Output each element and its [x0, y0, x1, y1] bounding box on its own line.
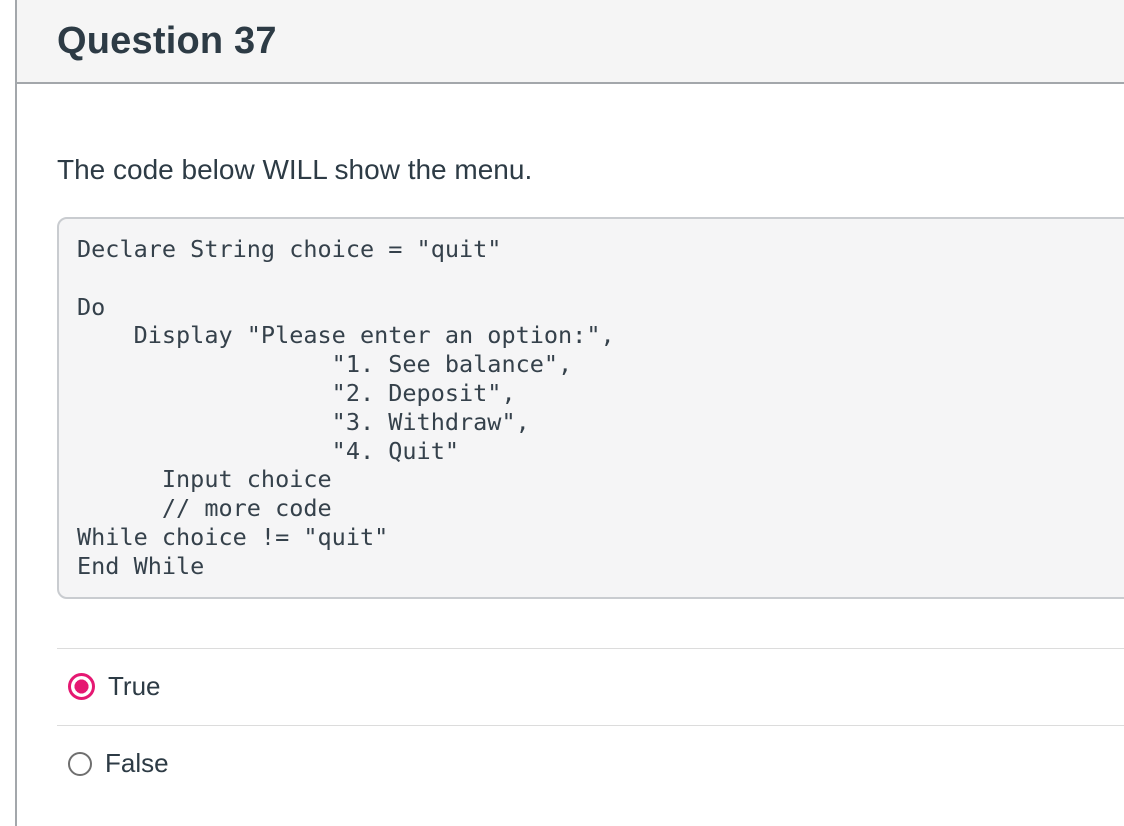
radio-button-true[interactable] — [68, 673, 95, 701]
radio-button-false[interactable] — [68, 751, 92, 776]
question-header: Question 37 — [17, 0, 1124, 84]
answer-row-false[interactable]: False — [57, 724, 1124, 802]
question-box: Question 37 The code below WILL show the… — [15, 0, 1124, 826]
question-title: Question 37 — [57, 19, 277, 62]
code-block: Declare String choice = "quit" Do Displa… — [57, 217, 1124, 599]
question-body: The code below WILL show the menu. Decla… — [17, 153, 1124, 802]
answers-list: True False — [57, 647, 1124, 802]
answer-label-false[interactable]: False — [105, 748, 169, 779]
answer-row-true[interactable]: True — [57, 647, 1124, 725]
question-prompt: The code below WILL show the menu. — [57, 154, 533, 185]
answer-label-true[interactable]: True — [108, 671, 161, 702]
